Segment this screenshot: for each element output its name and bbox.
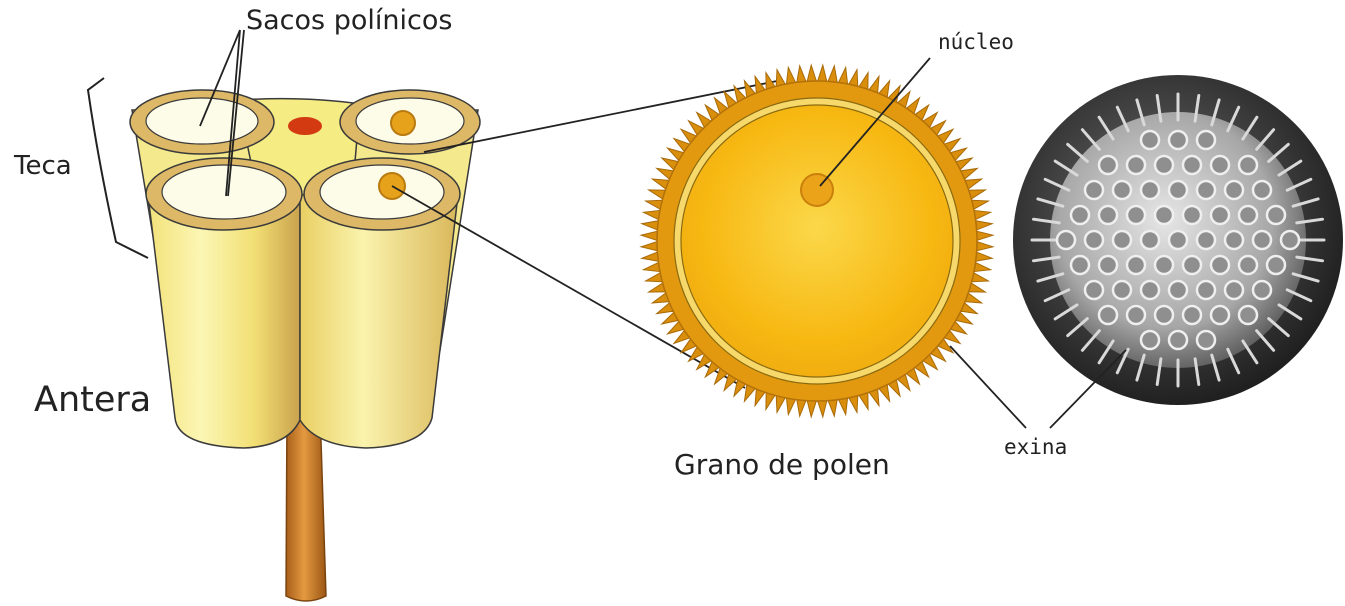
sem-pollen-grain: [1030, 92, 1326, 388]
nucleus-label: núcleo: [938, 30, 1014, 54]
exine-label: exina: [1004, 435, 1068, 459]
theca-label: Teca: [14, 151, 72, 181]
pollen-sac-front-left: [145, 157, 303, 231]
filament: [285, 409, 327, 602]
zoom-lines: [391, 79, 783, 389]
pollen-sacs-label: Sacos polínicos: [246, 5, 453, 36]
pollen-sacs-leader-lines: [199, 29, 245, 197]
pollen-grain: [639, 57, 995, 419]
pollen-sac-front-right: [303, 157, 461, 231]
nucleus: [800, 173, 834, 207]
pollen-grain-dot-back: [390, 110, 416, 136]
pollen-sem-image: [1013, 75, 1343, 405]
pollen-grain-label: Grano de polen: [674, 448, 890, 481]
anther-front-right-lobe: [299, 194, 459, 449]
pollen-grain-cytoplasm: [680, 104, 954, 378]
exine-leader-lines: [949, 345, 1127, 429]
anther: [86, 29, 481, 602]
nucleus-leader-line: [819, 57, 931, 187]
theca-bracket: [86, 77, 149, 259]
anther-label: Antera: [34, 380, 152, 420]
anther-front-left-lobe: [147, 194, 301, 449]
vascular-bundle-dot: [288, 117, 322, 135]
pollen-sac-back-right: [339, 89, 481, 155]
